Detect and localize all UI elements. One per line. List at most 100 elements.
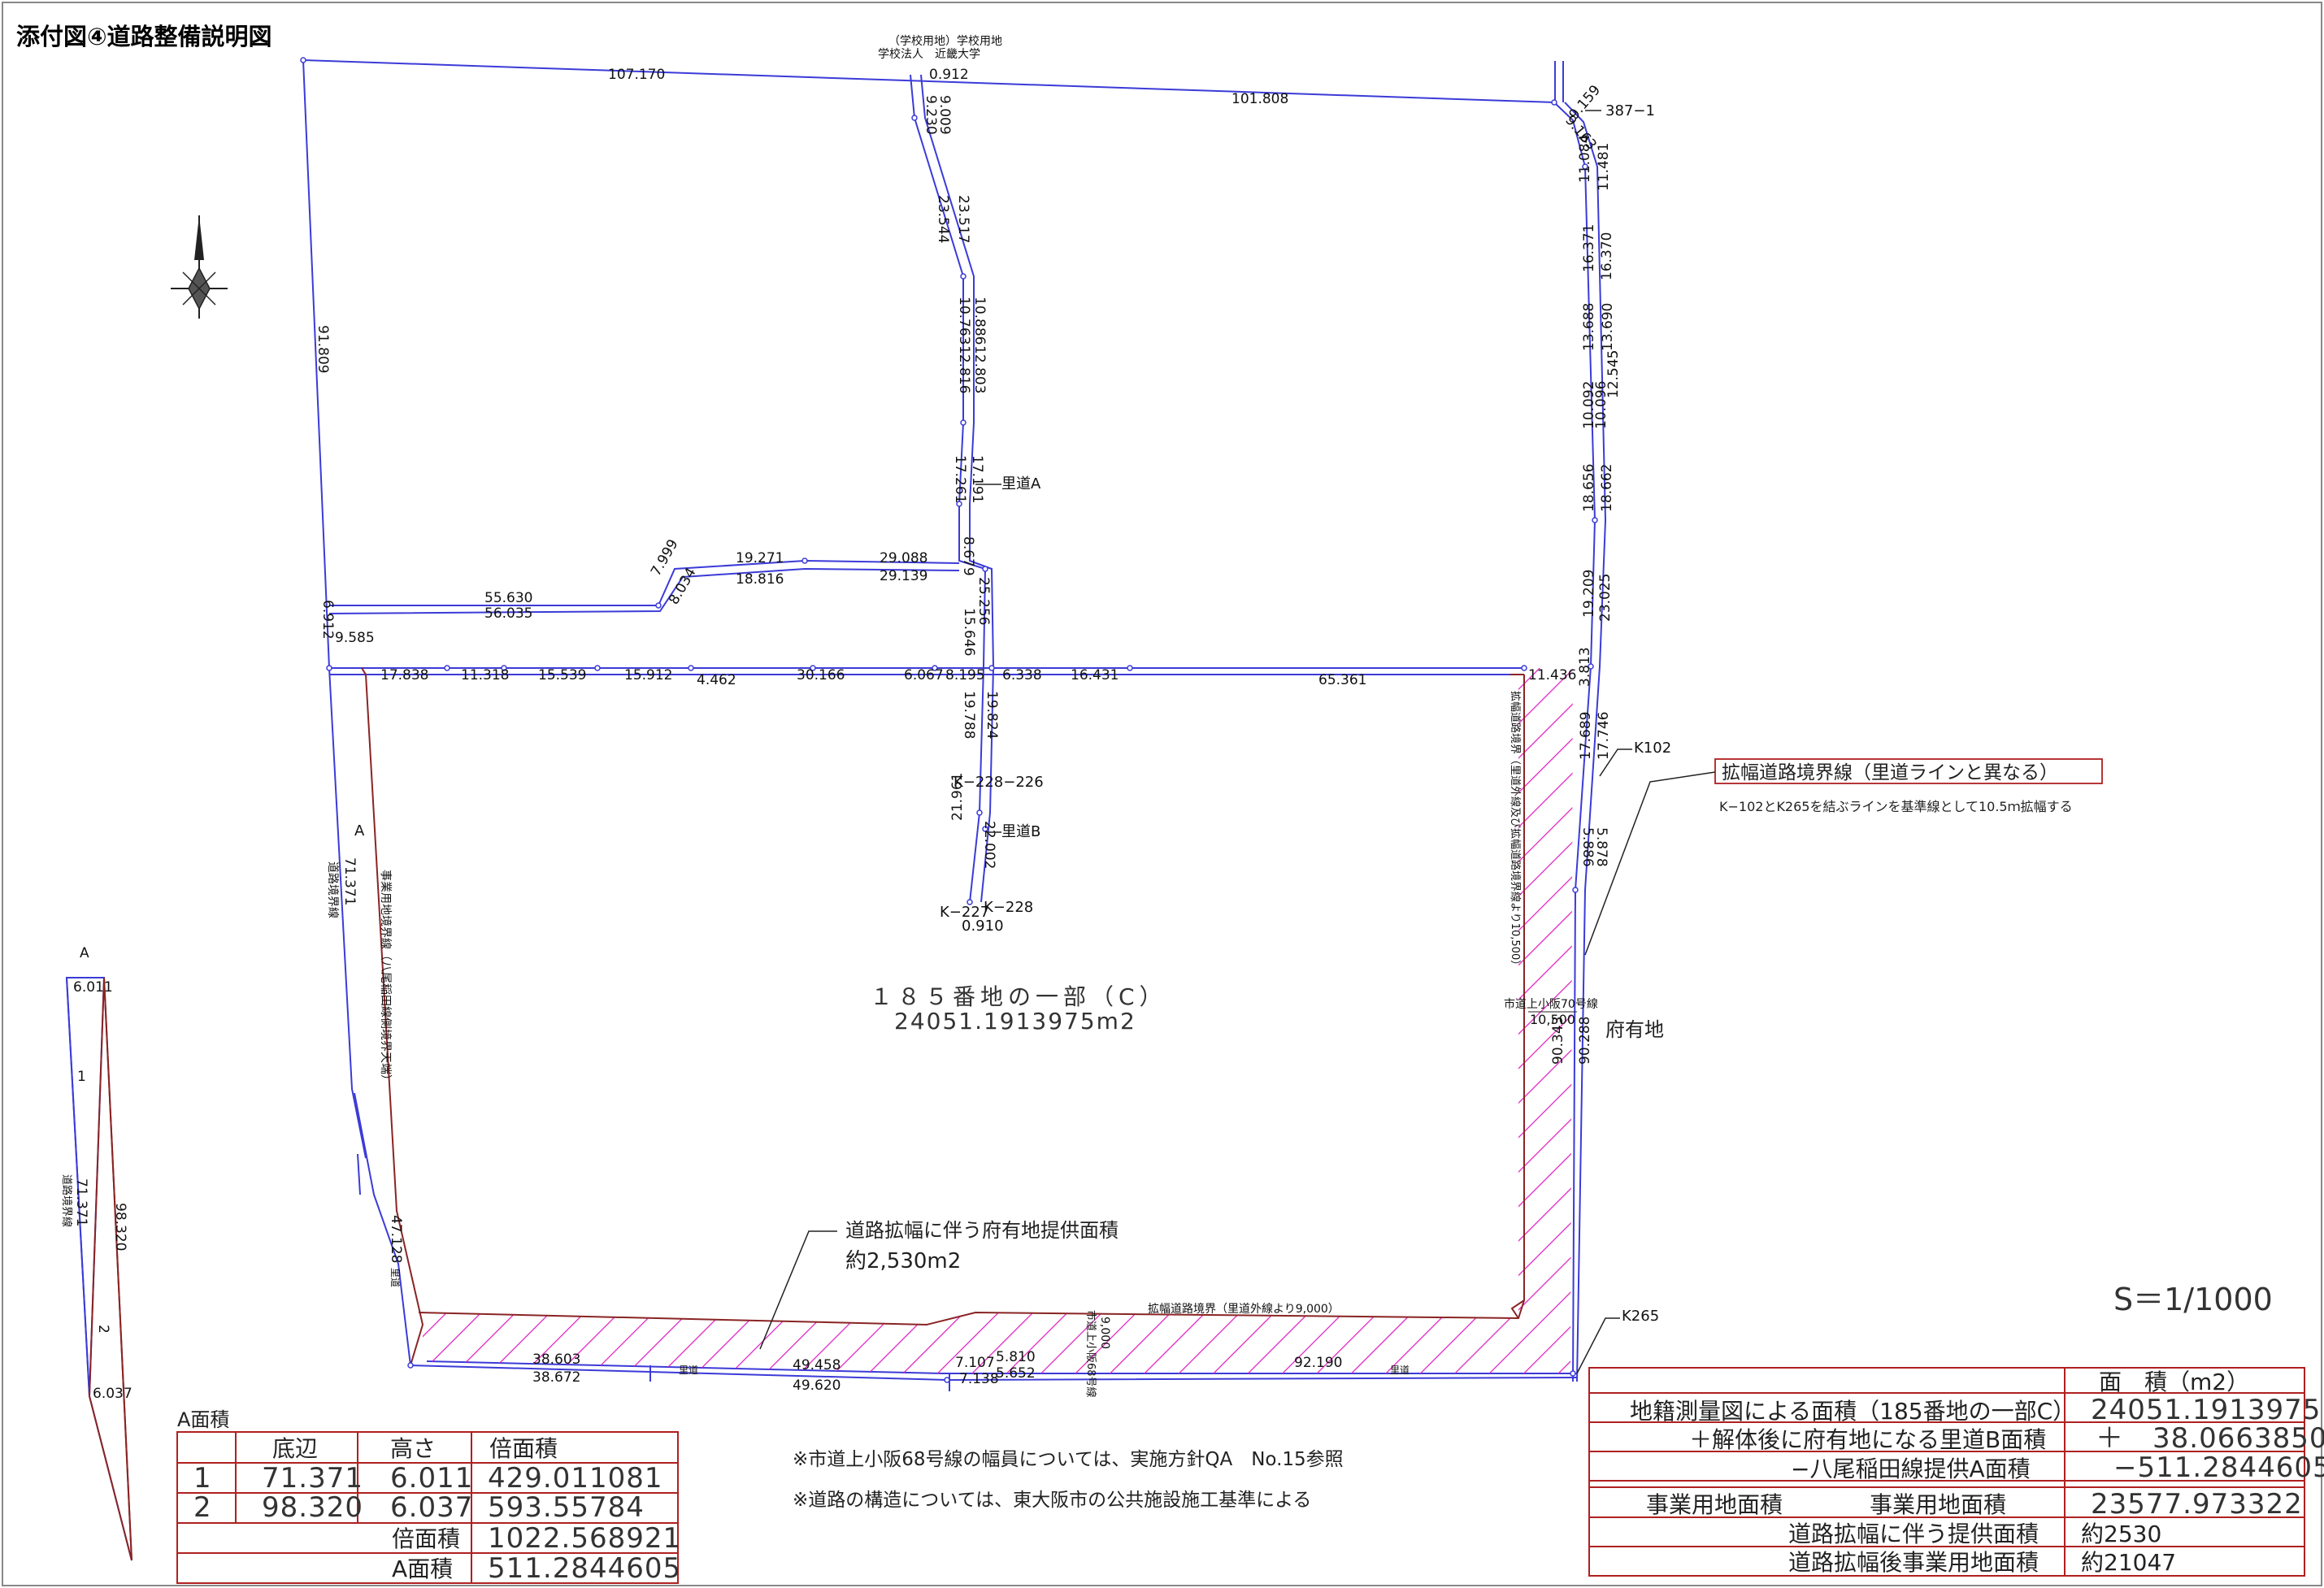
dim-h-7: 6.067 bbox=[904, 667, 944, 683]
dim-v-10: 17.191 bbox=[969, 455, 985, 503]
dim-v-14: 19.788 bbox=[961, 691, 977, 739]
a-table-area-value: 511.2844605 bbox=[488, 1552, 681, 1585]
satomichi-label-2: 里道 bbox=[1390, 1365, 1410, 1376]
dim-v-11: 8.679 bbox=[960, 536, 976, 576]
dim-r-13: 18.656 bbox=[1581, 464, 1597, 512]
a-table-double-label: 倍面積 bbox=[392, 1525, 460, 1552]
provided-area-hatch bbox=[418, 668, 1573, 1373]
inset-top: 6.011 bbox=[73, 979, 113, 996]
dim-lane-4a: 29.088 bbox=[880, 550, 927, 566]
a-table-r1-no: 1 bbox=[193, 1462, 212, 1495]
note-2: ※道路の構造については、東大阪市の公共施設施工基準による bbox=[793, 1490, 1311, 1511]
dim-h-5: 4.462 bbox=[697, 672, 736, 688]
provided-area-callout: 道路拡幅に伴う府有地提供面積 約2,530m2 bbox=[759, 1219, 1119, 1350]
dim-lane-4b: 29.139 bbox=[880, 568, 927, 584]
a-table-area-label: A面積 bbox=[392, 1555, 453, 1582]
dim-r-6: 16.370 bbox=[1599, 232, 1615, 280]
inset-road-boundary: 道路境界線 bbox=[60, 1174, 73, 1227]
inset-left: 71.371 bbox=[73, 1178, 89, 1226]
dim-left-edge: 91.809 bbox=[315, 325, 331, 373]
label-k265: K265 bbox=[1622, 1308, 1659, 1325]
dim-b-2: 38.672 bbox=[532, 1369, 580, 1386]
dim-v-4: 23.517 bbox=[955, 195, 971, 243]
dim-left-b1: 9.585 bbox=[335, 630, 375, 646]
dim-r-18: 17.689 bbox=[1578, 712, 1594, 760]
a-table-double-value: 1022.568921 bbox=[488, 1522, 681, 1555]
dim-r-10: 10.096 bbox=[1593, 381, 1609, 429]
dim-r-23: 90.288 bbox=[1577, 1017, 1593, 1065]
dim-r-8: 13.690 bbox=[1600, 303, 1616, 351]
a-table-r1-double: 429.011081 bbox=[488, 1462, 663, 1495]
city-road-70-width: 10,500 bbox=[1530, 1012, 1575, 1027]
dim-h-4: 15.912 bbox=[624, 667, 672, 683]
inset-a-label: A bbox=[80, 945, 89, 961]
label-k228-226: K−228−226 bbox=[953, 774, 1044, 791]
right-road-label: 拡幅道路境界（里道外線及び拡幅道路境界線より10,500） bbox=[1509, 691, 1522, 970]
dim-lane-3b: 18.816 bbox=[736, 571, 784, 588]
dim-b-4: 49.620 bbox=[793, 1378, 841, 1394]
area-table-r1-value: 24051.1913975 bbox=[2091, 1394, 2321, 1426]
dim-h-6: 30.166 bbox=[797, 667, 845, 683]
dim-r-21: 5.878 bbox=[1593, 827, 1609, 867]
dim-r-22: 90.343 bbox=[1550, 1017, 1566, 1065]
area-table-r3-label: −八尾稲田線提供A面積 bbox=[1791, 1456, 2031, 1482]
dim-r-5: 16.371 bbox=[1581, 224, 1597, 272]
dim-v-8: 12.803 bbox=[971, 345, 988, 393]
north-arrow-icon bbox=[171, 215, 228, 319]
dim-r-17: 3.813 bbox=[1577, 647, 1593, 687]
survey-points bbox=[300, 57, 1598, 1383]
area-table-r4-label2: 事業用地面積 bbox=[1870, 1491, 2006, 1518]
dim-top-left: 107.170 bbox=[608, 67, 665, 83]
label-prefecture-land: 府有地 bbox=[1605, 1018, 1664, 1041]
page-title: 添付図④道路整備説明図 bbox=[16, 23, 272, 50]
label-satomichi-a: 里道A bbox=[1001, 475, 1041, 492]
note-1: ※市道上小阪68号線の幅員については、実施方針QA No.15参照 bbox=[793, 1449, 1344, 1470]
dim-r-7: 13.688 bbox=[1581, 303, 1597, 351]
area-table-r2-label: ＋解体後に府有地になる里道B面積 bbox=[1689, 1426, 2046, 1453]
main-area-value: 24051.1913975m2 bbox=[894, 1008, 1136, 1035]
label-a: A bbox=[354, 822, 365, 840]
satomichi-label-1: 里道 bbox=[679, 1365, 698, 1376]
a-table-h-double: 倍面積 bbox=[489, 1435, 558, 1462]
inset-t2: 2 bbox=[95, 1325, 111, 1334]
dim-r-12: 12.545 bbox=[1605, 350, 1622, 398]
road-boundary-left-label: 道路境界線 bbox=[326, 861, 339, 918]
dim-v-15: 19.824 bbox=[984, 691, 1000, 739]
dim-l-1: 71.371 bbox=[341, 857, 358, 905]
business-boundary-label: 事業用地境界線（八尾稲田線側境界天端） bbox=[379, 870, 392, 1086]
a-table-h-base: 底辺 bbox=[272, 1435, 318, 1462]
dim-v-13: 25.256 bbox=[975, 577, 992, 625]
a-table-r2-double: 593.55784 bbox=[488, 1491, 645, 1524]
label-k228: K−228 bbox=[984, 899, 1033, 916]
dim-b-3: 49.458 bbox=[793, 1357, 841, 1373]
dim-h-3: 15.539 bbox=[538, 667, 586, 683]
dim-l-2: 47.128 bbox=[388, 1215, 404, 1263]
point-labels: 387−1 里道A 里道B K−228−226 K−227 K−228 0.91… bbox=[354, 102, 1671, 1374]
parcel-boundaries bbox=[302, 59, 1607, 1391]
dim-top-right: 101.808 bbox=[1232, 91, 1288, 107]
a-table-r2-base: 98.320 bbox=[262, 1491, 363, 1524]
label-k102: K102 bbox=[1634, 740, 1671, 757]
dim-lane-2b: 8.034 bbox=[666, 565, 700, 607]
dim-top-mid: 0.912 bbox=[929, 67, 969, 83]
road-boundary-callout: 拡幅道路境界線（里道ラインと異なる） K−102とK265を結ぶラインを基準線と… bbox=[1584, 758, 2103, 956]
owner-line-1: （学校用地）学校用地 bbox=[888, 34, 1002, 48]
dim-b-9: 92.190 bbox=[1294, 1355, 1342, 1371]
area-table-r1-label: 地籍測量図による面積（185番地の一部C） bbox=[1630, 1398, 2075, 1425]
scale-label: S＝1/1000 bbox=[2113, 1282, 2273, 1317]
dim-r-4: 11.481 bbox=[1596, 143, 1612, 191]
dim-r-14: 18.662 bbox=[1599, 464, 1615, 512]
dim-b-5: 7.107 bbox=[955, 1355, 995, 1371]
owner-line-2: 学校法人 近畿大学 bbox=[878, 47, 980, 61]
dim-h-10: 16.431 bbox=[1071, 667, 1119, 683]
a-table-r2-no: 2 bbox=[193, 1491, 212, 1524]
dim-v-12: 15.646 bbox=[961, 608, 977, 656]
satomichi-label-3: 里道 bbox=[389, 1268, 401, 1287]
dim-lane-2a: 7.999 bbox=[648, 536, 682, 579]
a-table-h-height: 高さ bbox=[390, 1435, 436, 1462]
dim-v-6: 10.886 bbox=[971, 297, 988, 345]
a-table-r2-height: 6.037 bbox=[390, 1491, 473, 1524]
dim-v-16: 21.961 bbox=[949, 773, 966, 821]
